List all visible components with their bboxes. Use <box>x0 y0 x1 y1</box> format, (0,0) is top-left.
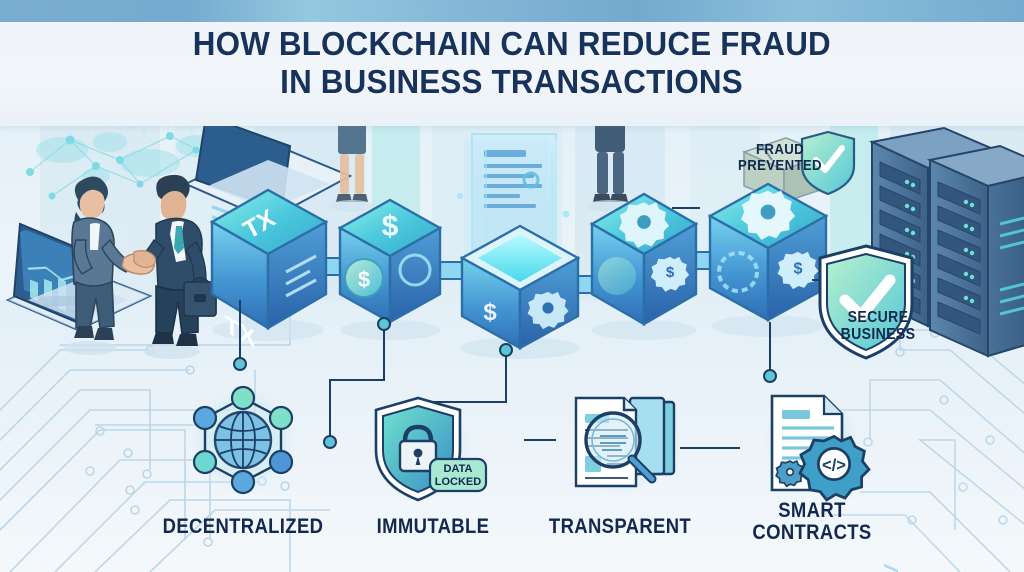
pillar-label-decentralized: DECENTRALIZED <box>162 515 324 538</box>
pillar-label-smart-contracts-line2: CONTRACTS <box>752 521 872 545</box>
connector-nodes <box>233 317 777 449</box>
title-line-1: HOW BLOCKCHAIN CAN REDUCE FRAUD <box>192 24 832 62</box>
pillar-label-smart-contracts: SMART CONTRACTS <box>742 499 883 545</box>
ledger-lines-icon <box>285 254 317 298</box>
label-fraud-prevented: FRAUD PREVENTED <box>710 142 851 174</box>
svg-text:$: $ <box>483 299 497 326</box>
gear-dollar-icon: $ <box>650 256 690 292</box>
code-gear-icon: </> <box>798 434 871 502</box>
block-gear-1: $ <box>589 192 699 340</box>
connector-lines <box>239 207 846 449</box>
handshake-hands <box>121 250 157 275</box>
block-gear-2: $ <box>707 182 829 337</box>
shield-check-large <box>818 244 914 360</box>
svg-text:$: $ <box>358 267 370 292</box>
data-locked-badge: DATA LOCKED <box>428 457 488 493</box>
pillar-label-smart-contracts-line1: SMART <box>778 499 846 522</box>
label-secure-business-line2: BUSINESS <box>840 325 916 343</box>
svg-text:$: $ <box>794 260 803 278</box>
pillar-label-immutable: IMMUTABLE <box>376 515 490 538</box>
label-fraud-prevented-line1: FRAUD <box>756 141 804 158</box>
magnifier-icon <box>584 411 657 484</box>
server-rack-2 <box>926 144 1024 358</box>
hologram-beams <box>485 150 553 242</box>
block-value-top-glyph: $ <box>382 210 399 243</box>
coin-icon <box>344 258 384 298</box>
pillar-label-transparent: TRANSPARENT <box>548 515 692 538</box>
block-value: $ $ <box>337 198 443 340</box>
chain-ring-icon <box>398 253 432 287</box>
server-vents <box>999 216 1024 316</box>
label-secure-business: SECURE BUSINESS <box>808 309 949 344</box>
chain-ring-icon <box>717 251 759 293</box>
globe-network-icon <box>187 384 299 496</box>
gear-icon <box>618 202 670 248</box>
label-fraud-prevented-line2: PREVENTED <box>738 156 822 174</box>
circuit-traces-left <box>0 300 330 572</box>
documents-magnifier-icon <box>570 396 676 498</box>
badge-line-2: LOCKED <box>435 476 482 488</box>
coin-icon <box>598 257 636 295</box>
svg-text:</>: </> <box>822 455 846 474</box>
top-color-strip <box>0 0 1024 22</box>
world-network-map <box>26 132 218 200</box>
svg-text:$: $ <box>666 264 675 281</box>
business-handshake <box>64 174 217 359</box>
padlock-icon <box>398 424 438 473</box>
gear-icon <box>527 291 569 330</box>
small-gear-icon <box>775 459 805 488</box>
gear-dollar-icon: $ <box>777 251 819 290</box>
shield-lock-icon: DATA LOCKED <box>373 396 488 502</box>
block-open: $ <box>459 150 581 359</box>
label-secure-business-line1: SECURE <box>847 309 909 326</box>
gear-icon <box>740 190 796 240</box>
contract-gear-code-icon: </> <box>762 394 871 502</box>
badge-line-1: DATA <box>444 463 473 475</box>
title-line-2: IN BUSINESS TRANSACTIONS <box>280 63 744 100</box>
glow-open-icon <box>478 234 562 282</box>
shield-check-small <box>800 130 856 196</box>
